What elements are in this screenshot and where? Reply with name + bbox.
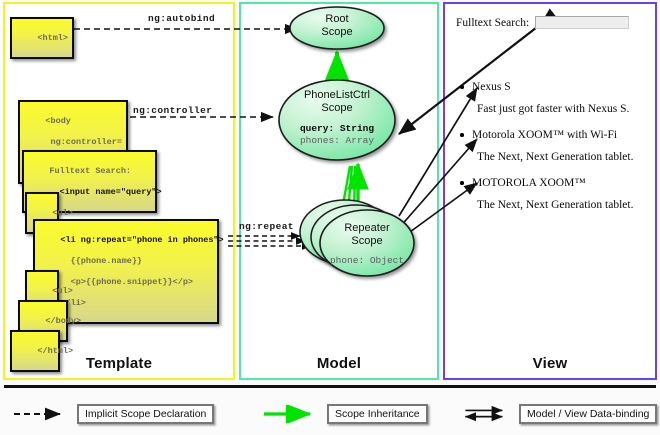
column-model: Model	[239, 2, 439, 380]
code-line: </li>	[60, 297, 86, 308]
bullet-icon	[460, 181, 464, 185]
view-search-label: Fulltext Search:	[456, 16, 530, 29]
code-line: <ul>	[52, 285, 73, 296]
column-label-template: Template	[85, 355, 153, 372]
code-line: Fulltext Search:	[49, 165, 132, 176]
legend-item-scope-inheritance: Scope Inheritance	[262, 404, 428, 424]
double-arrow-icon	[464, 405, 503, 422]
phone-name: MOTOROLA XOOM™	[472, 177, 586, 189]
code-line-input: <input name="query">	[49, 186, 162, 197]
code-box-html-close[interactable]: </html>	[10, 330, 73, 372]
legend-label: Implicit Scope Declaration	[77, 404, 215, 424]
column-label-model: Model	[316, 355, 362, 372]
code-line: {{phone.name}}	[60, 255, 143, 266]
view-search-row: Fulltext Search:	[456, 16, 630, 29]
green-arrow-icon	[264, 405, 312, 423]
phone-snippet: The Next, Next Generation tablet.	[477, 199, 634, 211]
legend-label: Model / View Data-binding	[519, 404, 658, 424]
list-item[interactable]: Motorola XOOM™ with Wi-Fi The Next, Next…	[460, 128, 652, 164]
view-search-input[interactable]	[535, 16, 630, 29]
legend-label: Scope Inheritance	[327, 404, 428, 424]
code-box-html-open[interactable]: <html>	[10, 17, 74, 59]
phone-snippet: The Next, Next Generation tablet.	[477, 151, 634, 163]
phone-snippet: Fast just got faster with Nexus S.	[477, 103, 630, 115]
edge-label-ng-repeat: ng:repeat	[239, 221, 294, 232]
view-phone-list: Nexus S Fast just got faster with Nexus …	[460, 80, 652, 224]
phone-name: Motorola XOOM™ with Wi-Fi	[472, 129, 618, 141]
code-line: <body	[45, 115, 71, 126]
legend-divider	[4, 385, 656, 388]
code-line: ng:controller=	[45, 136, 122, 147]
code-line: <p>{{phone.snippet}}</p>	[60, 276, 194, 287]
legend-item-model-view-data-binding: Model / View Data-binding	[462, 404, 658, 424]
bullet-icon	[460, 133, 464, 137]
code-line: <li ng:repeat="phone in phones">	[60, 234, 224, 245]
column-label-view: View	[532, 355, 568, 372]
list-item[interactable]: MOTOROLA XOOM™ The Next, Next Generation…	[460, 176, 652, 212]
code-line: <html>	[37, 32, 69, 43]
code-line: <ul>	[52, 207, 73, 218]
edge-label-ng-controller: ng:controller	[133, 105, 213, 116]
bullet-icon	[460, 85, 464, 89]
view-pane: Fulltext Search: Nexus S Fast just got f…	[446, 8, 650, 370]
dashed-arrow-icon	[14, 407, 61, 421]
edge-label-ng-autobind: ng:autobind	[148, 13, 216, 24]
code-line: </body>	[45, 315, 82, 326]
legend: Implicit Scope Declaration Scope Inherit…	[0, 398, 660, 435]
phone-name: Nexus S	[472, 81, 511, 93]
code-line: </html>	[37, 345, 74, 356]
legend-item-implicit-scope-declaration: Implicit Scope Declaration	[12, 404, 215, 424]
list-item[interactable]: Nexus S Fast just got faster with Nexus …	[460, 80, 652, 116]
